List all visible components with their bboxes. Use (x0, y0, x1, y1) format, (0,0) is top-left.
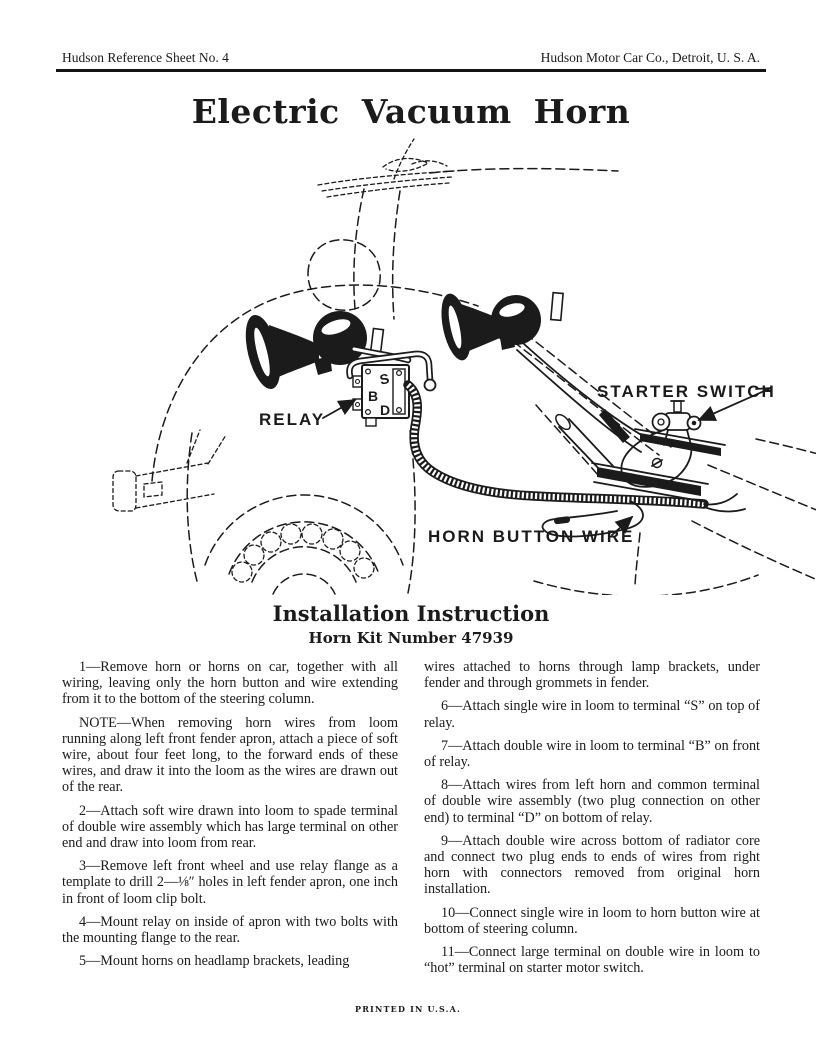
instruction-step: 1—Remove horn or horns on car, together … (62, 659, 398, 708)
horn-wiring-illustration: S B D (112, 138, 816, 595)
relay-terminal-b: B (368, 388, 378, 404)
relay-terminal-d: D (380, 402, 390, 418)
instruction-step: 6—Attach single wire in loom to terminal… (424, 698, 760, 731)
car-outline (112, 138, 816, 595)
header-right-text: Hudson Motor Car Co., Detroit, U. S. A. (540, 50, 760, 65)
instruction-step: 9—Attach double wire across bottom of ra… (424, 832, 760, 898)
horn-button-wire (541, 500, 644, 538)
right-horn (441, 291, 564, 361)
instruction-note: NOTE—When removing horn wires from loom … (62, 714, 398, 796)
section-heading: Installation Instruction (272, 601, 550, 626)
instruction-step: 11—Connect large terminal on double wire… (424, 944, 760, 977)
instruction-continuation: wires attached to horns through lamp bra… (424, 659, 760, 692)
bumper-outline (112, 429, 227, 512)
relay-terminal-s: S (378, 370, 390, 388)
page-title: Electric Vacuum Horn (191, 92, 631, 131)
instruction-step: 3—Remove left front wheel and use relay … (62, 858, 398, 907)
installation-diagram: S B D (56, 133, 816, 595)
kit-number: Horn Kit Number 47939 (308, 629, 514, 647)
starter-switch-assembly (555, 400, 726, 503)
instruction-step: 4—Mount relay on inside of apron with tw… (62, 913, 398, 947)
instruction-columns: 1—Remove horn or horns on car, together … (56, 659, 766, 983)
page-header: Hudson Reference Sheet No. 4 Hudson Moto… (56, 50, 766, 72)
horn-button-wire-label: HORN BUTTON WIRE (428, 527, 634, 546)
relay-label: RELAY (259, 410, 325, 429)
instruction-step: 8—Attach wires from left horn and common… (424, 777, 760, 826)
instruction-step: 10—Connect single wire in loom to horn b… (424, 904, 760, 937)
tire-tread-pattern (231, 523, 375, 583)
header-left-text: Hudson Reference Sheet No. 4 (62, 50, 229, 65)
left-column: 1—Remove horn or horns on car, together … (62, 659, 398, 983)
right-column: wires attached to horns through lamp bra… (424, 659, 760, 983)
instruction-step: 2—Attach soft wire drawn into loom to sp… (62, 802, 398, 852)
starter-switch-label: STARTER SWITCH (597, 382, 776, 401)
instruction-step: 7—Attach double wire in loom to terminal… (424, 737, 760, 771)
instruction-step: 5—Mount horns on headlamp brackets, lead… (79, 953, 350, 970)
wiring-loom (403, 380, 746, 513)
printed-in-usa-note: PRINTED IN U.S.A. (354, 1004, 462, 1014)
diagram-labels: RELAY STARTER SWITCH HORN BUTTON WIRE (259, 382, 776, 546)
relay-unit: S B D (352, 364, 410, 427)
